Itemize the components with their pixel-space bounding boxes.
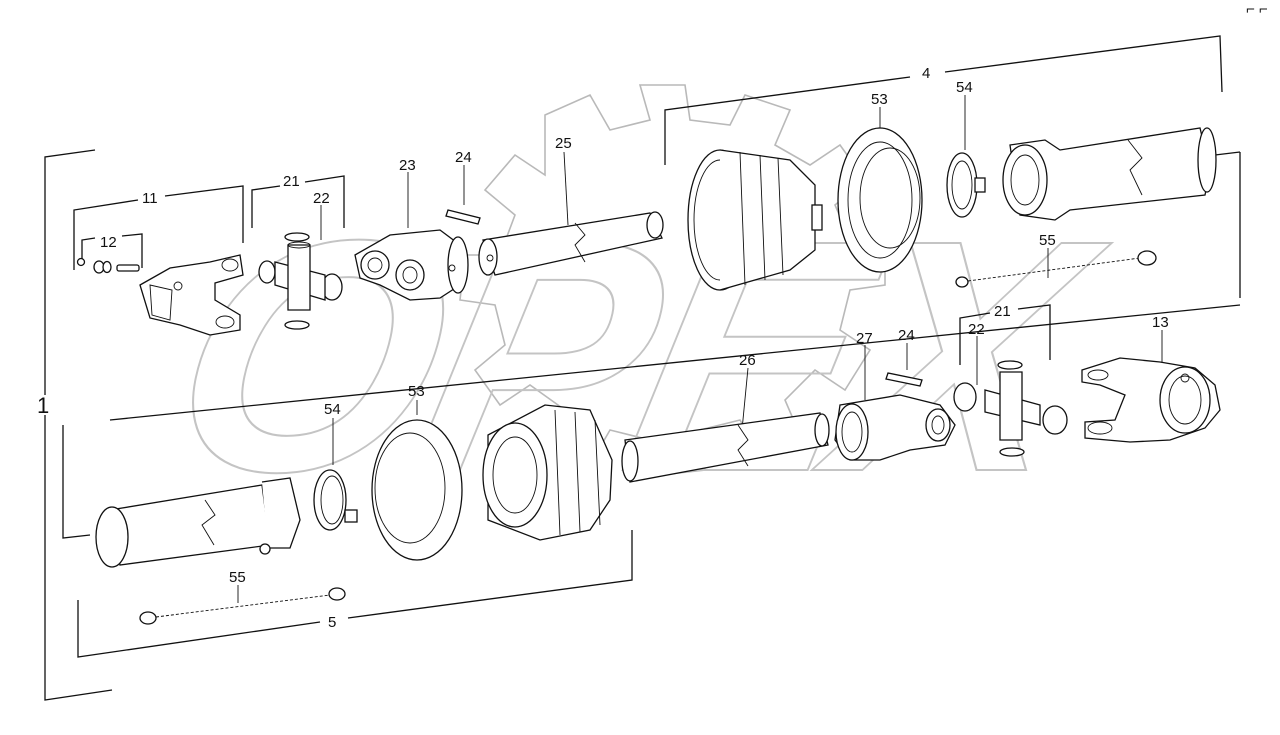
callout-tube-bottom: 26	[739, 352, 756, 369]
part-chain-top	[955, 250, 1157, 288]
part-inner-yoke-top	[354, 229, 469, 301]
callout-bearing-bottom: 54	[324, 401, 341, 418]
callout-pin-bottom: 24	[898, 327, 915, 344]
callout-yoke-bottom: 13	[1152, 314, 1169, 331]
callout-tube-top: 25	[555, 135, 572, 152]
part-pin-top	[445, 209, 481, 225]
callout-yoke-top: 11	[142, 190, 158, 207]
callout-cross-kit-top: 21	[283, 173, 300, 190]
callout-pin-top: 24	[455, 149, 472, 166]
callout-inner-yoke-bottom: 27	[856, 330, 873, 347]
callout-bolt-kit: 12	[100, 234, 117, 251]
callout-bearing-top: 54	[956, 79, 973, 96]
callout-assembly: 1	[37, 393, 49, 418]
corner-mark: ⌐ ⌐	[1246, 1, 1268, 18]
bracket-half-bottom	[77, 530, 633, 658]
bracket-lines	[44, 35, 1241, 701]
part-chain-bottom	[139, 587, 346, 625]
part-pin-bottom	[885, 372, 923, 387]
part-bearing-bottom	[313, 469, 358, 531]
part-cross-top	[258, 232, 343, 330]
callout-cone-bottom: 53	[408, 383, 425, 400]
callout-inner-yoke-top: 23	[399, 157, 416, 174]
part-outer-yoke-top	[139, 254, 244, 336]
part-outer-tube-bottom	[95, 477, 301, 568]
part-tube-top	[478, 211, 664, 276]
callout-half-bottom: 5	[328, 614, 336, 631]
part-outer-tube-top	[1002, 127, 1217, 221]
part-cross-bottom	[953, 360, 1068, 457]
part-cone-top	[687, 149, 823, 291]
callout-half-top: 4	[922, 65, 930, 82]
callout-cross-top: 22	[313, 190, 330, 207]
part-cone-bottom	[482, 404, 613, 541]
callout-cross-bottom: 22	[968, 321, 985, 338]
part-inner-yoke-bottom	[834, 394, 956, 461]
part-outer-yoke-bottom	[1081, 357, 1221, 443]
part-bearing-top	[946, 152, 986, 218]
part-tube-bottom	[621, 412, 830, 483]
callout-chain-bottom: 55	[229, 569, 246, 586]
bracket-half-top	[664, 35, 1223, 165]
part-bolt-kit	[76, 257, 140, 274]
callout-cross-kit-bottom: 21	[994, 303, 1011, 320]
callout-cone-top: 53	[871, 91, 888, 108]
callout-chain-top: 55	[1039, 232, 1056, 249]
part-cone-ring-bottom	[371, 419, 463, 561]
callout-labels: 1 4 5 11 12 13 21 22 23 24 25 26 27 24 2…	[37, 1, 1268, 631]
part-cone-ring-top	[837, 127, 923, 273]
bracket-assembly	[44, 149, 113, 701]
bracket-11	[73, 185, 244, 270]
